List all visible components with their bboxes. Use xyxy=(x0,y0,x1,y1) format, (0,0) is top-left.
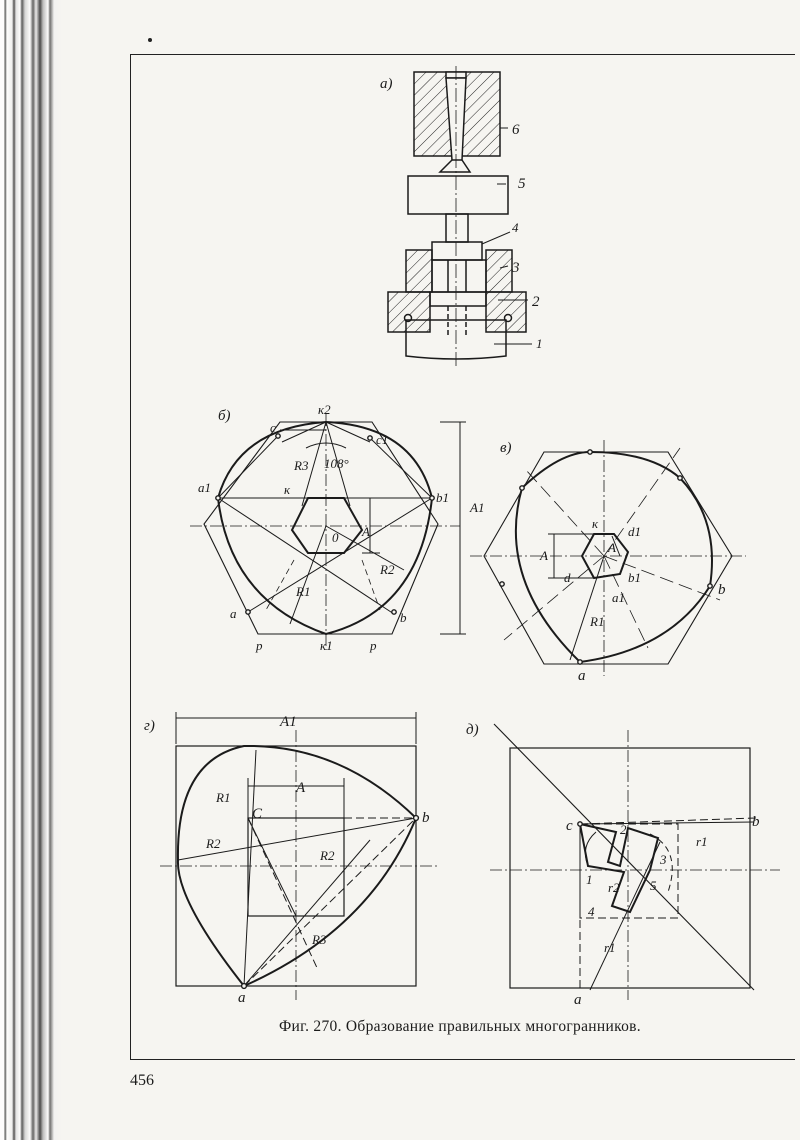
part-2-label: 2 xyxy=(532,294,540,310)
dim-g-r2a: R2 xyxy=(205,836,221,851)
point-d: d xyxy=(564,570,571,585)
point-v-k: к xyxy=(592,516,599,531)
dim-v-a-inner: A xyxy=(607,540,616,555)
figure-d-drawing xyxy=(490,724,780,1000)
point-d-b: b xyxy=(752,814,760,830)
point-a1: a1 xyxy=(198,480,211,495)
figure-v-label: в) xyxy=(500,440,512,456)
point-d-3: 3 xyxy=(659,852,667,867)
point-b1: b1 xyxy=(436,490,449,505)
point-o: 0 xyxy=(332,530,339,545)
point-d-1: 1 xyxy=(586,872,593,887)
page-number: 456 xyxy=(130,1072,154,1090)
figure-g-label: г) xyxy=(144,718,155,734)
part-1-label: 1 xyxy=(536,336,543,351)
point-d1: d1 xyxy=(628,524,641,539)
point-d-c: c xyxy=(566,818,573,834)
figure-a-assembly xyxy=(388,66,532,366)
figure-a-label: а) xyxy=(380,76,393,92)
dim-g-r1: R1 xyxy=(215,790,230,805)
point-k2: к2 xyxy=(318,402,331,417)
point-v-b: b xyxy=(718,582,726,598)
point-v-a: a xyxy=(578,668,586,684)
part-4-label: 4 xyxy=(512,220,519,235)
angle-108: 108° xyxy=(324,456,349,471)
dim-a: A xyxy=(361,524,370,539)
point-k: к xyxy=(284,482,291,497)
point-a: a xyxy=(230,606,237,621)
point-k1: к1 xyxy=(320,638,333,653)
point-b: b xyxy=(400,610,407,625)
point-d-5: 5 xyxy=(650,878,657,893)
part-3-label: 3 xyxy=(511,260,520,276)
point-c1: c1 xyxy=(376,432,388,447)
dim-g-r3: R3 xyxy=(311,932,327,947)
point-d-4: 4 xyxy=(588,904,595,919)
dim-r1: R1 xyxy=(295,584,310,599)
dim-g-a: A xyxy=(295,780,306,796)
figure-d-label: д) xyxy=(466,722,479,738)
part-6-label: 6 xyxy=(512,122,520,138)
dim-g-r2b: R2 xyxy=(319,848,335,863)
point-g-b: b xyxy=(422,810,430,826)
dim-d-r1b: r1 xyxy=(604,940,616,955)
figure-g-drawing xyxy=(160,712,440,1000)
part-5-label: 5 xyxy=(518,176,526,192)
point-d-2: 2 xyxy=(620,822,627,837)
point-g-c: C xyxy=(252,806,263,822)
dim-g-a1: A1 xyxy=(279,714,297,730)
dim-d-r1a: r1 xyxy=(696,834,708,849)
dim-v-r1: R1 xyxy=(589,614,604,629)
figure-v-drawing xyxy=(470,440,746,676)
dim-r3: R3 xyxy=(293,458,309,473)
dim-r2: R2 xyxy=(379,562,395,577)
point-v-a1: a1 xyxy=(612,590,625,605)
point-v-b1: b1 xyxy=(628,570,641,585)
point-g-a: a xyxy=(238,990,246,1006)
point-d-a: a xyxy=(574,992,582,1008)
dim-d-r2: r2 xyxy=(608,880,620,895)
dim-a1: A1 xyxy=(469,500,484,515)
point-p-right: p xyxy=(369,638,377,653)
figure-b-label: б) xyxy=(218,408,231,424)
point-p-left: p xyxy=(255,638,263,653)
point-c: c xyxy=(270,420,276,435)
dim-v-a-side: A xyxy=(539,548,548,563)
figure-caption: Фиг. 270. Образование правильных многогр… xyxy=(0,1018,800,1036)
